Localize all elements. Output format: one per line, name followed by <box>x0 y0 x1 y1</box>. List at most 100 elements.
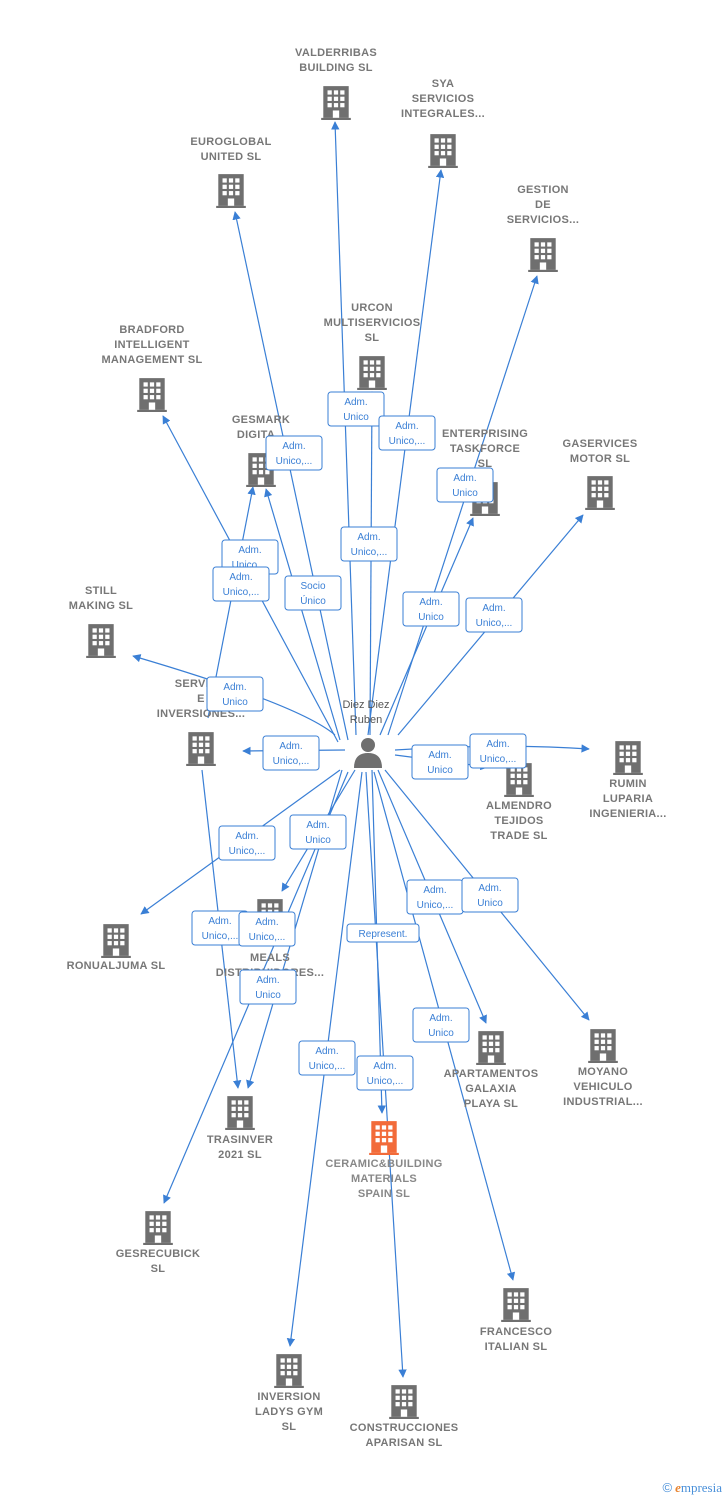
company-node-rumin[interactable]: RUMINLUPARIAINGENIERIA... <box>589 741 666 820</box>
edge-sya <box>367 169 445 736</box>
edge-label[interactable]: Adm.Unico,... <box>469 733 527 769</box>
edge-label[interactable]: Adm.Unico <box>436 467 494 503</box>
node-label: TRASINVER <box>207 1134 273 1146</box>
edge-label[interactable]: Adm.Unico <box>411 744 469 780</box>
node-label: EUROGLOBAL <box>190 136 271 148</box>
edge-label[interactable]: Adm.Unico,... <box>406 879 464 915</box>
edge-label-text: Represent. <box>359 929 408 940</box>
edge-label[interactable]: Adm.Unico <box>206 676 264 712</box>
edge-label-box <box>284 575 342 611</box>
edge-label[interactable]: Adm.Unico,... <box>265 435 323 471</box>
edge-label[interactable]: Adm.Unico <box>412 1007 470 1043</box>
company-node-apartamentos[interactable]: APARTAMENTOS GALAXIA PLAYA SL <box>444 1031 539 1110</box>
edge-label[interactable]: Adm.Unico <box>461 877 519 913</box>
building-icon <box>216 174 246 208</box>
edge-euroglobal <box>232 211 349 741</box>
edge-label-box <box>218 825 276 861</box>
company-node-gesrecubick[interactable]: GESRECUBICK SL <box>116 1211 201 1275</box>
edge-label-text: Unico,... <box>309 1061 346 1072</box>
building-icon <box>528 238 558 272</box>
edge-label[interactable]: Adm.Unico <box>402 591 460 627</box>
edge-label[interactable]: Adm.Unico,... <box>238 911 296 947</box>
edge-label[interactable]: Adm.Unico,... <box>212 566 270 602</box>
edge-label[interactable]: Adm.Unico,... <box>218 825 276 861</box>
node-label: GESRECUBICK <box>116 1248 201 1260</box>
edge-label[interactable]: Represent. <box>346 923 420 943</box>
node-label: CONSTRUCCIONES <box>350 1422 459 1434</box>
node-label: ENTERPRISING <box>442 428 528 440</box>
edge-label[interactable]: Adm.Unico,... <box>340 526 398 562</box>
node-label: INDUSTRIAL... <box>563 1096 643 1108</box>
node-label: LADYS GYM <box>255 1406 323 1418</box>
node-label: LUPARIA <box>603 793 653 805</box>
building-icon <box>143 1211 173 1245</box>
edge-label-text: Adm. <box>306 820 329 831</box>
edge-label-text: Unico <box>428 1028 454 1039</box>
node-label: SERVICIOS <box>412 93 474 105</box>
node-label: INTELLIGENT <box>114 339 189 351</box>
edge-label[interactable]: Adm.Unico,... <box>298 1040 356 1076</box>
company-node-gestion[interactable]: GESTIONDESERVICIOS... <box>507 184 579 272</box>
edge-label-text: Unico,... <box>276 456 313 467</box>
person-label: Ruben <box>350 714 382 726</box>
node-label: GALAXIA <box>465 1083 517 1095</box>
node-label: SL <box>365 332 380 344</box>
node-label: GESMARK <box>232 414 290 426</box>
edge-label[interactable]: Adm.Unico,... <box>191 910 249 946</box>
copyright-icon: © <box>662 1480 673 1495</box>
node-label: PLAYA SL <box>464 1098 518 1110</box>
edge-label-text: Adm. <box>223 682 246 693</box>
node-label: SPAIN SL <box>358 1188 410 1200</box>
node-label: MULTISERVICIOS <box>324 317 421 329</box>
node-label: SL <box>151 1263 166 1275</box>
building-icon <box>86 624 116 658</box>
edge-gaservices <box>132 654 336 736</box>
edge-label-text: Unico <box>343 412 369 423</box>
node-label: SL <box>282 1421 297 1433</box>
edge-label[interactable]: Adm.Unico,... <box>221 539 279 575</box>
building-icon <box>369 1121 399 1155</box>
edge-label-box <box>327 391 385 427</box>
node-label: APARTAMENTOS <box>444 1068 539 1080</box>
edge-label[interactable]: Adm.Unico <box>239 969 297 1005</box>
edge-label[interactable]: Adm.Unico <box>289 814 347 850</box>
company-node-sya[interactable]: SYASERVICIOSINTEGRALES... <box>401 78 485 168</box>
edge-label-text: Adm. <box>486 739 509 750</box>
edge-label-box <box>239 969 297 1005</box>
edge-label[interactable]: Adm.Unico,... <box>378 415 436 451</box>
edge-label[interactable]: Adm.Unico,... <box>465 597 523 633</box>
brand-initial: e <box>675 1480 681 1495</box>
company-node-moyano[interactable]: MOYANOVEHICULOINDUSTRIAL... <box>563 1029 643 1108</box>
edge-label[interactable]: Adm.Unico,... <box>262 735 320 771</box>
edge-label-box <box>378 415 436 451</box>
company-node-ronualjuma[interactable]: RONUALJUMA SL <box>67 924 166 972</box>
edge-label-box <box>238 911 296 947</box>
edge-label-text: Adm. <box>344 397 367 408</box>
edge-label-box <box>402 591 460 627</box>
node-label: GESTION <box>517 184 569 196</box>
edge-label[interactable]: Adm. Unico <box>327 391 385 427</box>
node-label: SERVICIOS... <box>507 214 579 226</box>
node-label: MANAGEMENT SL <box>101 354 202 366</box>
edge-label-box <box>469 733 527 769</box>
edge-label-text: Unico,... <box>389 436 426 447</box>
building-icon <box>501 1288 531 1322</box>
edge-label-text: Unico,... <box>417 900 454 911</box>
node-label: TRADE SL <box>490 830 547 842</box>
edge-label[interactable]: Adm.Unico,... <box>356 1055 414 1091</box>
